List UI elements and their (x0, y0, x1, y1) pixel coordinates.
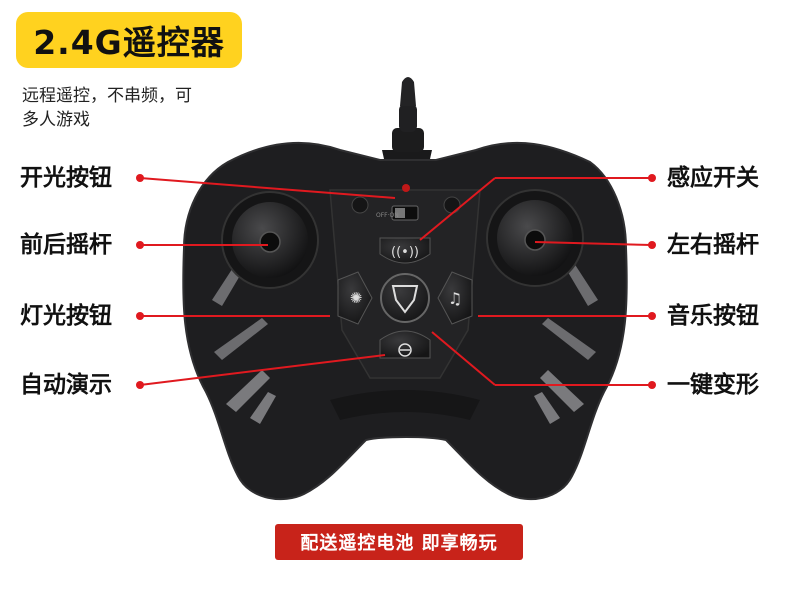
title-badge: 2.4G遥控器 (16, 12, 242, 68)
callout-sensor-switch: 感应开关 (667, 165, 759, 191)
callout-one-key-transform: 一键变形 (667, 372, 759, 398)
transform-button[interactable] (380, 273, 430, 323)
music-icon: ♫ (448, 289, 462, 308)
right-stick[interactable] (486, 189, 584, 287)
switch-label: OFF·ON (376, 212, 399, 219)
demo-icon (398, 343, 412, 357)
callout-left-right-stick: 左右摇杆 (667, 232, 759, 258)
callout-forward-back-stick: 前后摇杆 (20, 232, 112, 258)
sensor-icon: ((•)) (391, 245, 419, 260)
callout-lines-right (419, 174, 656, 389)
battery-banner: 配送遥控电池 即享畅玩 (275, 524, 523, 560)
callout-light-button: 灯光按钮 (20, 303, 112, 329)
callout-lines-left (136, 174, 396, 389)
callout-music-button: 音乐按钮 (667, 303, 759, 329)
light-button[interactable]: ✺ (337, 271, 373, 325)
left-stick[interactable] (221, 191, 319, 289)
light-icon: ✺ (350, 289, 363, 307)
callout-auto-demo: 自动演示 (20, 372, 112, 398)
sensor-button[interactable]: ((•)) (379, 237, 431, 264)
antenna (382, 77, 432, 168)
transform-icon (391, 285, 419, 314)
subtitle-line-2: 多人游戏 (22, 110, 90, 130)
callout-power-button: 开光按钮 (20, 165, 112, 191)
subtitle-line-1: 远程遥控，不串频，可 (22, 86, 192, 106)
music-button[interactable]: ♫ (437, 271, 473, 325)
subtitle: 远程遥控，不串频，可 多人游戏 (22, 84, 262, 132)
power-led (402, 184, 410, 192)
demo-button[interactable] (379, 330, 431, 359)
power-switch[interactable] (391, 205, 419, 221)
